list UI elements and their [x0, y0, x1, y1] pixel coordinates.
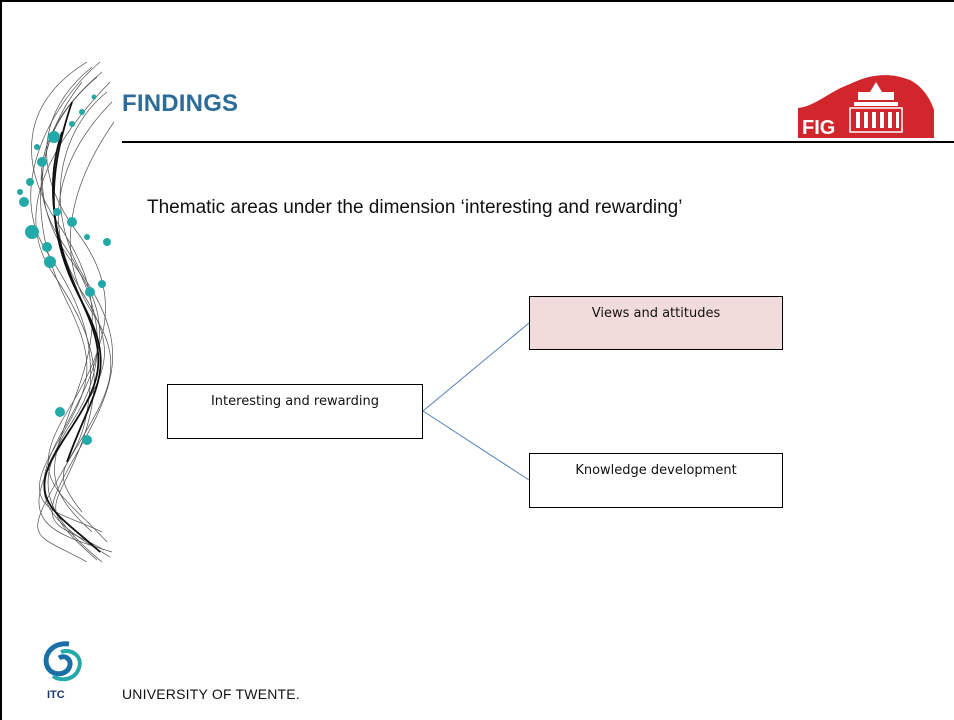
- diagram-root-node: Interesting and rewarding: [167, 384, 423, 439]
- diagram-node-knowledge-development: Knowledge development: [529, 453, 783, 508]
- university-name: UNIVERSITY OF TWENTE.: [122, 686, 300, 702]
- slide-title: FINDINGS: [122, 90, 239, 117]
- slide-subtitle: Thematic areas under the dimension ‘inte…: [147, 197, 683, 218]
- connector-to-knowledge: [422, 410, 530, 481]
- fig-logo-text: FIG: [802, 117, 835, 138]
- diagram-node-views-and-attitudes: Views and attitudes: [529, 296, 783, 350]
- itc-logo-text: ITC: [47, 689, 65, 701]
- title-divider: [122, 141, 954, 143]
- connector-to-views: [422, 322, 530, 412]
- decorative-strands-graphic: [17, 62, 114, 562]
- itc-logo: ITC: [43, 641, 82, 701]
- fig-logo: FIG: [798, 75, 934, 138]
